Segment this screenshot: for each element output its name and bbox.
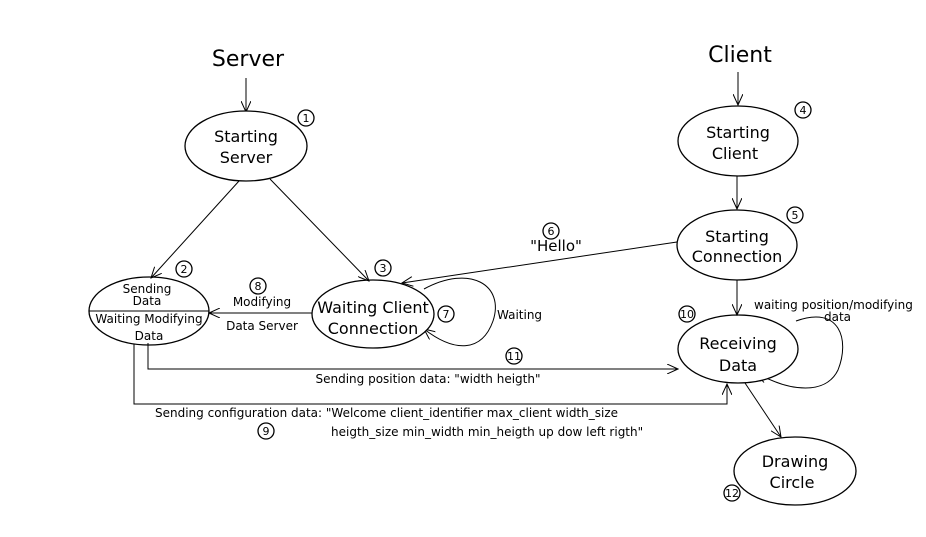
server-title: Server: [212, 47, 285, 72]
starting-client-label-2: Client: [712, 144, 758, 163]
waiting-modifying-label-2: Data: [135, 329, 164, 343]
starting-connection-node: Starting Connection: [676, 209, 798, 281]
position-data-label: Sending position data: "width heigth": [315, 372, 540, 386]
receiving-loop-label-2: data: [824, 310, 851, 324]
starting-connection-label-1: Starting: [705, 227, 769, 246]
step-number-2: 2: [175, 260, 193, 278]
step-number-9: 9: [257, 422, 275, 440]
starting-server-label-1: Starting: [214, 127, 278, 146]
step-number-6-text: 6: [548, 225, 555, 238]
edge-server-to-waiting: [269, 178, 369, 281]
step-number-8-text: 8: [255, 280, 262, 293]
step-number-2-text: 2: [181, 263, 188, 276]
modifying-label-1: Modifying: [233, 295, 291, 309]
step-number-5: 5: [786, 206, 804, 224]
receiving-data-node: Receiving Data: [677, 314, 799, 384]
receiving-data-label-2: Data: [719, 356, 757, 375]
starting-connection-label-2: Connection: [692, 247, 783, 266]
step-number-4-text: 4: [800, 104, 807, 117]
receiving-self-loop: [757, 316, 844, 389]
step-number-6: 6: [542, 222, 560, 240]
step-number-11-text: 11: [507, 350, 521, 363]
step-number-9-text: 9: [263, 425, 270, 438]
config-data-label-1: Sending configuration data: "Welcome cli…: [155, 406, 618, 420]
edge-config-data: [133, 344, 727, 405]
waiting-client-label-1: Waiting Client: [317, 298, 428, 317]
step-number-10: 10: [678, 305, 696, 323]
starting-server-label-2: Server: [220, 148, 273, 167]
modifying-label-2: Data Server: [226, 319, 298, 333]
step-number-5-text: 5: [792, 209, 799, 222]
receiving-data-label-1: Receiving: [699, 334, 777, 353]
drawing-circle-label-2: Circle: [770, 473, 815, 492]
waiting-client-label-2: Connection: [328, 319, 419, 338]
step-number-7: 7: [437, 305, 455, 323]
step-number-3: 3: [374, 259, 392, 277]
waiting-self-loop: [424, 277, 496, 347]
starting-client-label-1: Starting: [706, 123, 770, 142]
starting-client-node: Starting Client: [677, 105, 799, 177]
edge-server-to-sending: [151, 180, 240, 278]
step-number-10-text: 10: [680, 308, 694, 321]
sending-data-node: Sending Data Waiting Modifying Data: [88, 276, 210, 346]
sending-data-label-2: Data: [133, 294, 162, 308]
edge-position-data: [147, 343, 678, 369]
step-number-7-text: 7: [443, 308, 450, 321]
step-number-11: 11: [505, 347, 523, 365]
step-number-12-text: 12: [725, 487, 739, 500]
config-data-label-2: heigth_size min_width min_heigth up dow …: [331, 425, 643, 439]
waiting-loop-label: Waiting: [497, 308, 542, 322]
waiting-modifying-label-1: Waiting Modifying: [95, 312, 202, 326]
starting-server-node: Starting Server: [184, 110, 308, 182]
sending-data-label-1: Sending: [123, 282, 172, 296]
client-title: Client: [708, 43, 772, 68]
edge-hello: [402, 241, 678, 283]
edge-receiving-to-drawing: [744, 382, 781, 437]
drawing-circle-label-1: Drawing: [762, 452, 829, 471]
step-number-4: 4: [794, 101, 812, 119]
step-number-8: 8: [249, 277, 267, 295]
receiving-loop-label-1: waiting position/modifying: [754, 298, 913, 312]
step-number-3-text: 3: [380, 262, 387, 275]
hello-label: "Hello": [530, 237, 582, 255]
drawing-circle-node: Drawing Circle: [733, 436, 857, 506]
step-number-1-text: 1: [303, 112, 310, 125]
waiting-client-node: Waiting Client Connection: [311, 279, 435, 349]
step-number-12: 12: [723, 484, 741, 502]
step-number-1: 1: [297, 109, 315, 127]
